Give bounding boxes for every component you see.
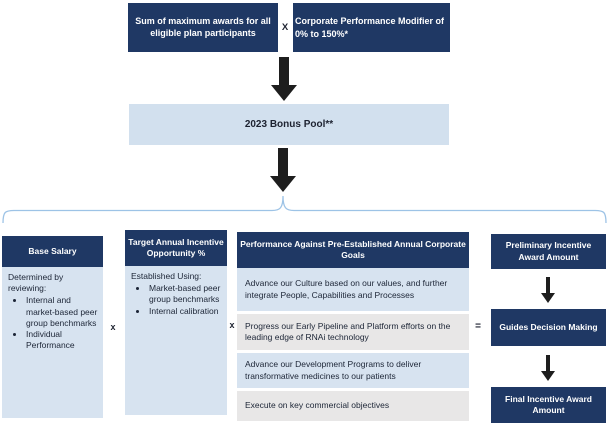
target-incentive-header: Target Annual Incentive Opportunity % [125,230,227,266]
base-salary-bullets: Internal and market-based peer group ben… [8,295,99,351]
down-arrow-icon [271,57,297,101]
preliminary-award-box: Preliminary Incentive Award Amount [491,234,606,269]
down-arrow-icon [541,355,555,381]
brace [0,192,609,225]
bullet-item: Individual Performance [25,329,99,351]
goal-row-culture: Advance our Culture based on our values,… [237,268,469,311]
final-award-box: Final Incentive Award Amount [491,387,606,423]
bullet-item: Market-based peer group benchmarks [148,283,223,305]
multiply-operator-top: X [281,22,289,33]
bullet-item: Internal and market-based peer group ben… [25,295,99,329]
base-salary-header: Base Salary [2,236,103,267]
bullet-item: Internal calibration [148,306,223,317]
target-incentive-bullets: Market-based peer group benchmarks Inter… [131,283,223,317]
corporate-performance-modifier-label: Corporate Performance Modifier of 0% to … [295,16,445,39]
base-salary-body: Determined by reviewing: Internal and ma… [2,267,103,418]
corporate-goals-header: Performance Against Pre-Established Annu… [237,232,469,268]
corporate-performance-modifier-box: Corporate Performance Modifier of 0% to … [293,3,450,52]
goal-row-development: Advance our Development Programs to deli… [237,353,469,388]
sum-of-awards-box: Sum of maximum awards for all eligible p… [128,3,278,52]
base-salary-intro: Determined by reviewing: [8,272,64,294]
bonus-pool-label: 2023 Bonus Pool** [244,119,334,130]
target-incentive-body: Established Using: Market-based peer gro… [125,266,227,415]
multiply-operator-1: x [110,322,116,332]
multiply-operator-2: x [229,320,235,330]
equals-operator: = [475,320,481,332]
goal-row-pipeline: Progress our Early Pipeline and Platform… [237,314,469,350]
target-incentive-intro: Established Using: [131,271,202,281]
down-arrow-icon [270,148,296,192]
down-arrow-icon [541,277,555,303]
bonus-pool-box: 2023 Bonus Pool** [129,104,449,145]
goal-row-commercial: Execute on key commercial objectives [237,391,469,421]
sum-of-awards-label: Sum of maximum awards for all eligible p… [135,15,271,38]
guides-decision-making-box: Guides Decision Making [491,309,606,346]
